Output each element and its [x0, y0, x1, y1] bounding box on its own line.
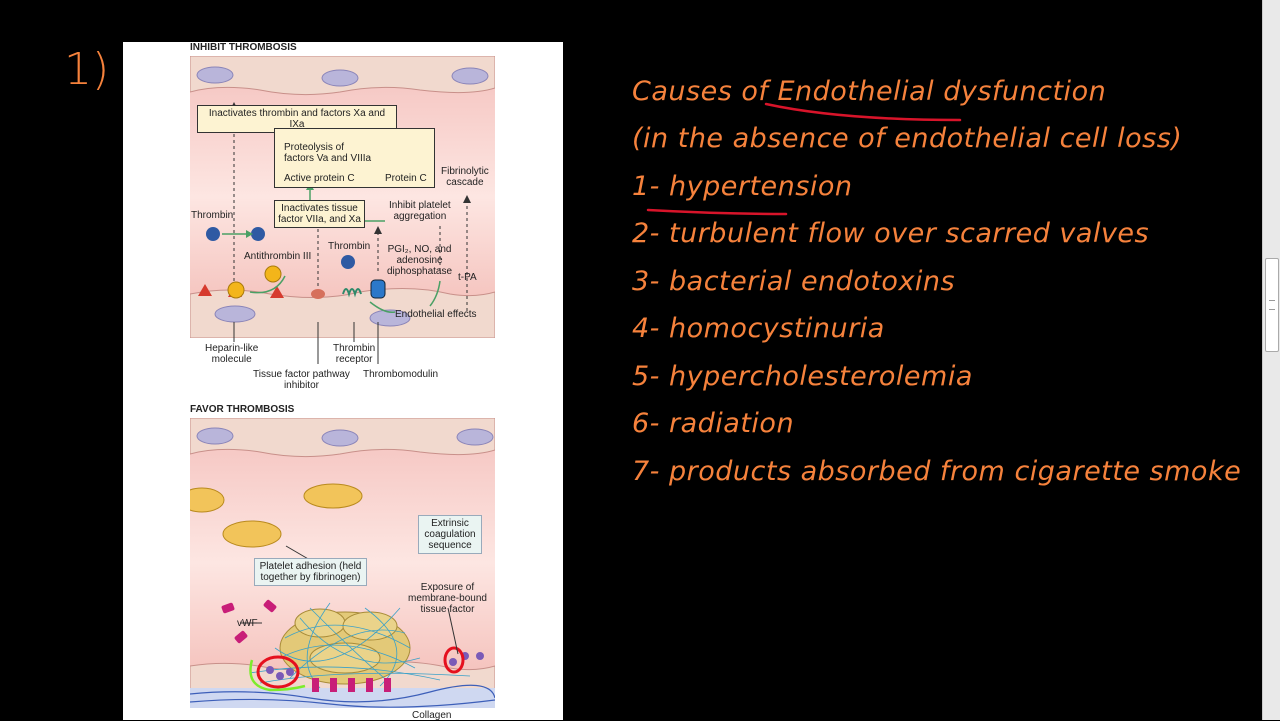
nucleus-top-2	[321, 69, 359, 87]
protein-c-label: Protein C	[385, 173, 427, 184]
favor-heading: FAVOR THROMBOSIS	[190, 404, 295, 415]
proteolysis-text: Proteolysis of factors Va and VIIIa	[284, 142, 372, 164]
rbc-1	[190, 487, 225, 513]
thrombin-left-label: Thrombin	[191, 210, 234, 221]
green-scribble-annotation	[249, 659, 306, 692]
inhibit-heading: INHIBIT THROMBOSIS	[190, 42, 297, 53]
note-item-1: 1- hypertension	[632, 171, 853, 202]
pgi2-label: PGI₂, NO, and adenosine diphosphatase	[387, 244, 453, 277]
red-circle-annotation-right	[443, 646, 465, 674]
tfpi-label: Tissue factor pathway inhibitor	[253, 369, 350, 391]
nucleus-bottom-1	[214, 305, 256, 323]
figure-panel: INHIBIT THROMBOSIS	[123, 42, 563, 721]
vertical-scrollbar[interactable]	[1262, 0, 1280, 720]
red-circle-annotation-left	[256, 655, 300, 689]
antithrombin-molecule	[264, 265, 282, 283]
nucleus-top-1	[196, 66, 234, 84]
inactivates-tissue-box: Inactivates tissue factor VIIa, and Xa	[274, 200, 365, 228]
note-item-7: 7- products absorbed from cigarette smok…	[632, 456, 1242, 487]
active-protein-c-label: Active protein C	[284, 173, 355, 184]
heparin-label: Heparin-like molecule	[205, 343, 259, 365]
vwf-label: vWF	[237, 618, 258, 629]
exposure-label: Exposure of membrane-bound tissue factor	[408, 582, 487, 615]
thrombomodulin-molecule	[370, 279, 386, 299]
endothelial-effects-label: Endothelial effects	[395, 309, 477, 320]
note-item-6: 6- radiation	[632, 408, 795, 439]
collagen-label: Collagen	[412, 710, 452, 721]
thrombin-molecule-left	[206, 227, 220, 241]
platelet-adhesion-box: Platelet adhesion (held together by fibr…	[254, 558, 367, 586]
note-title: Causes of Endothelial dysfunction	[632, 76, 1107, 107]
thrombin-mid-label: Thrombin	[328, 241, 371, 252]
note-item-5: 5- hypercholesterolemia	[632, 361, 973, 392]
proteolysis-box: Proteolysis of factors Va and VIIIa	[274, 128, 435, 188]
extrinsic-box: Extrinsic coagulation sequence	[418, 515, 482, 554]
inhibit-callout-lines	[233, 322, 379, 364]
note-item-2: 2- turbulent flow over scarred valves	[632, 218, 1150, 249]
tpa-label: t-PA	[458, 272, 477, 283]
scrollbar-grip-icon	[1269, 300, 1275, 310]
scrollbar-thumb[interactable]	[1265, 258, 1279, 352]
red-underline-annotations	[646, 102, 962, 216]
thrombomodulin-label: Thrombomodulin	[363, 369, 439, 380]
rbc-3	[222, 520, 282, 548]
note-subtitle: (in the absence of endothelial cell loss…	[632, 123, 1183, 154]
rbc-2	[303, 483, 363, 509]
nucleus-bottom-2	[369, 309, 411, 327]
step-marker: 1)	[64, 44, 110, 95]
note-item-3: 3- bacterial endotoxins	[632, 266, 956, 297]
inhibit-platelet-label: Inhibit platelet aggregation	[389, 200, 451, 222]
note-item-4: 4- homocystinuria	[632, 313, 885, 344]
nucleus-top-3	[451, 67, 489, 85]
inhibit-illustration	[190, 56, 495, 338]
thrombin-receptor-label: Thrombin receptor	[333, 343, 376, 365]
fibrinolytic-cascade-label: Fibrinolytic cascade	[441, 166, 489, 188]
vwf-molecule	[221, 602, 235, 614]
antithrombin-label: Antithrombin III	[244, 251, 312, 262]
